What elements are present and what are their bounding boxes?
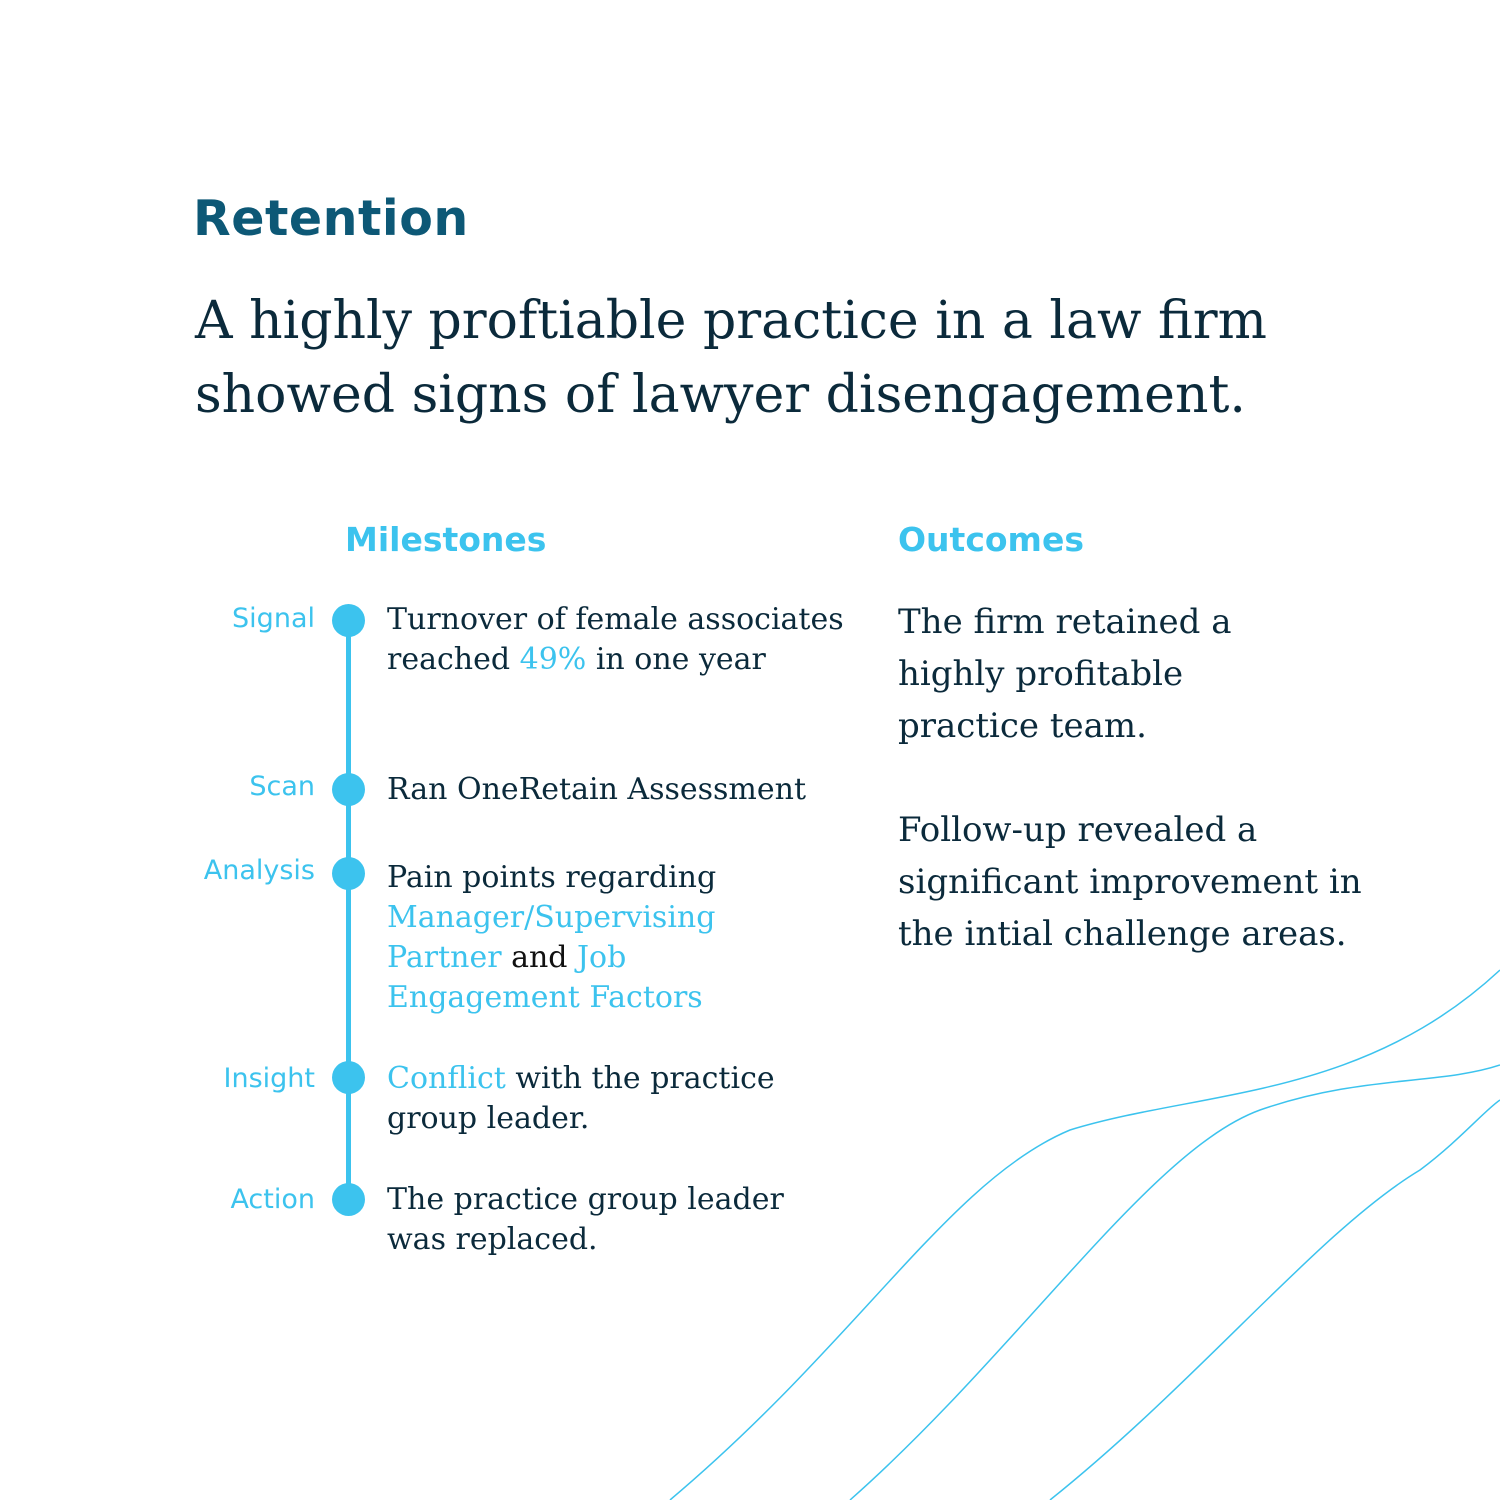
section-eyebrow-title: Retention <box>193 190 469 247</box>
step-text: Pain points regarding <box>387 860 717 895</box>
step-description: Ran OneRetain Assessment <box>387 770 847 810</box>
timeline-dot <box>332 857 365 890</box>
step-text: The practice group leader was replaced. <box>387 1182 784 1257</box>
step-text: Ran OneRetain Assessment <box>387 772 807 807</box>
step-text: with the practice group leader. <box>387 1061 775 1136</box>
step-description: Conflict with the practice group leader. <box>387 1059 827 1139</box>
outcome-paragraph-follow-up: Follow-up revealed a significant improve… <box>898 810 1362 954</box>
timeline-dot <box>332 604 365 637</box>
step-label: Insight <box>223 1063 315 1094</box>
step-highlight: Job Engagement Factors <box>387 940 703 1015</box>
step-text: in one year <box>586 642 766 677</box>
step-label: Scan <box>249 771 315 802</box>
timeline-dot <box>332 1183 365 1216</box>
step-highlight: Conflict <box>387 1061 506 1096</box>
step-highlight: Manager/Supervising Partner <box>387 900 716 975</box>
step-highlight: 49% <box>519 642 587 677</box>
wave-line-2 <box>849 1064 1500 1500</box>
step-label: Signal <box>232 603 315 634</box>
outcome-paragraph-retained: The firm retained a highly profitable pr… <box>898 602 1232 746</box>
wave-line-3 <box>1049 1099 1500 1500</box>
outcomes-heading: Outcomes <box>898 520 1084 559</box>
step-text: Turnover of female associates reached <box>387 602 844 677</box>
wave-line-1 <box>669 969 1500 1500</box>
step-description: Turnover of female associates reached 49… <box>387 600 857 680</box>
step-label: Action <box>230 1184 315 1215</box>
step-text: and <box>501 940 578 975</box>
step-description: The practice group leader was replaced. <box>387 1180 827 1260</box>
timeline-dot <box>332 773 365 806</box>
step-label: Analysis <box>203 855 315 886</box>
milestones-heading: Milestones <box>345 520 547 559</box>
page-headline: A highly proftiable practice in a law fi… <box>195 291 1267 425</box>
timeline-line <box>346 620 351 1200</box>
step-description: Pain points regarding Manager/Supervisin… <box>387 858 767 1018</box>
timeline-dot <box>332 1061 365 1094</box>
